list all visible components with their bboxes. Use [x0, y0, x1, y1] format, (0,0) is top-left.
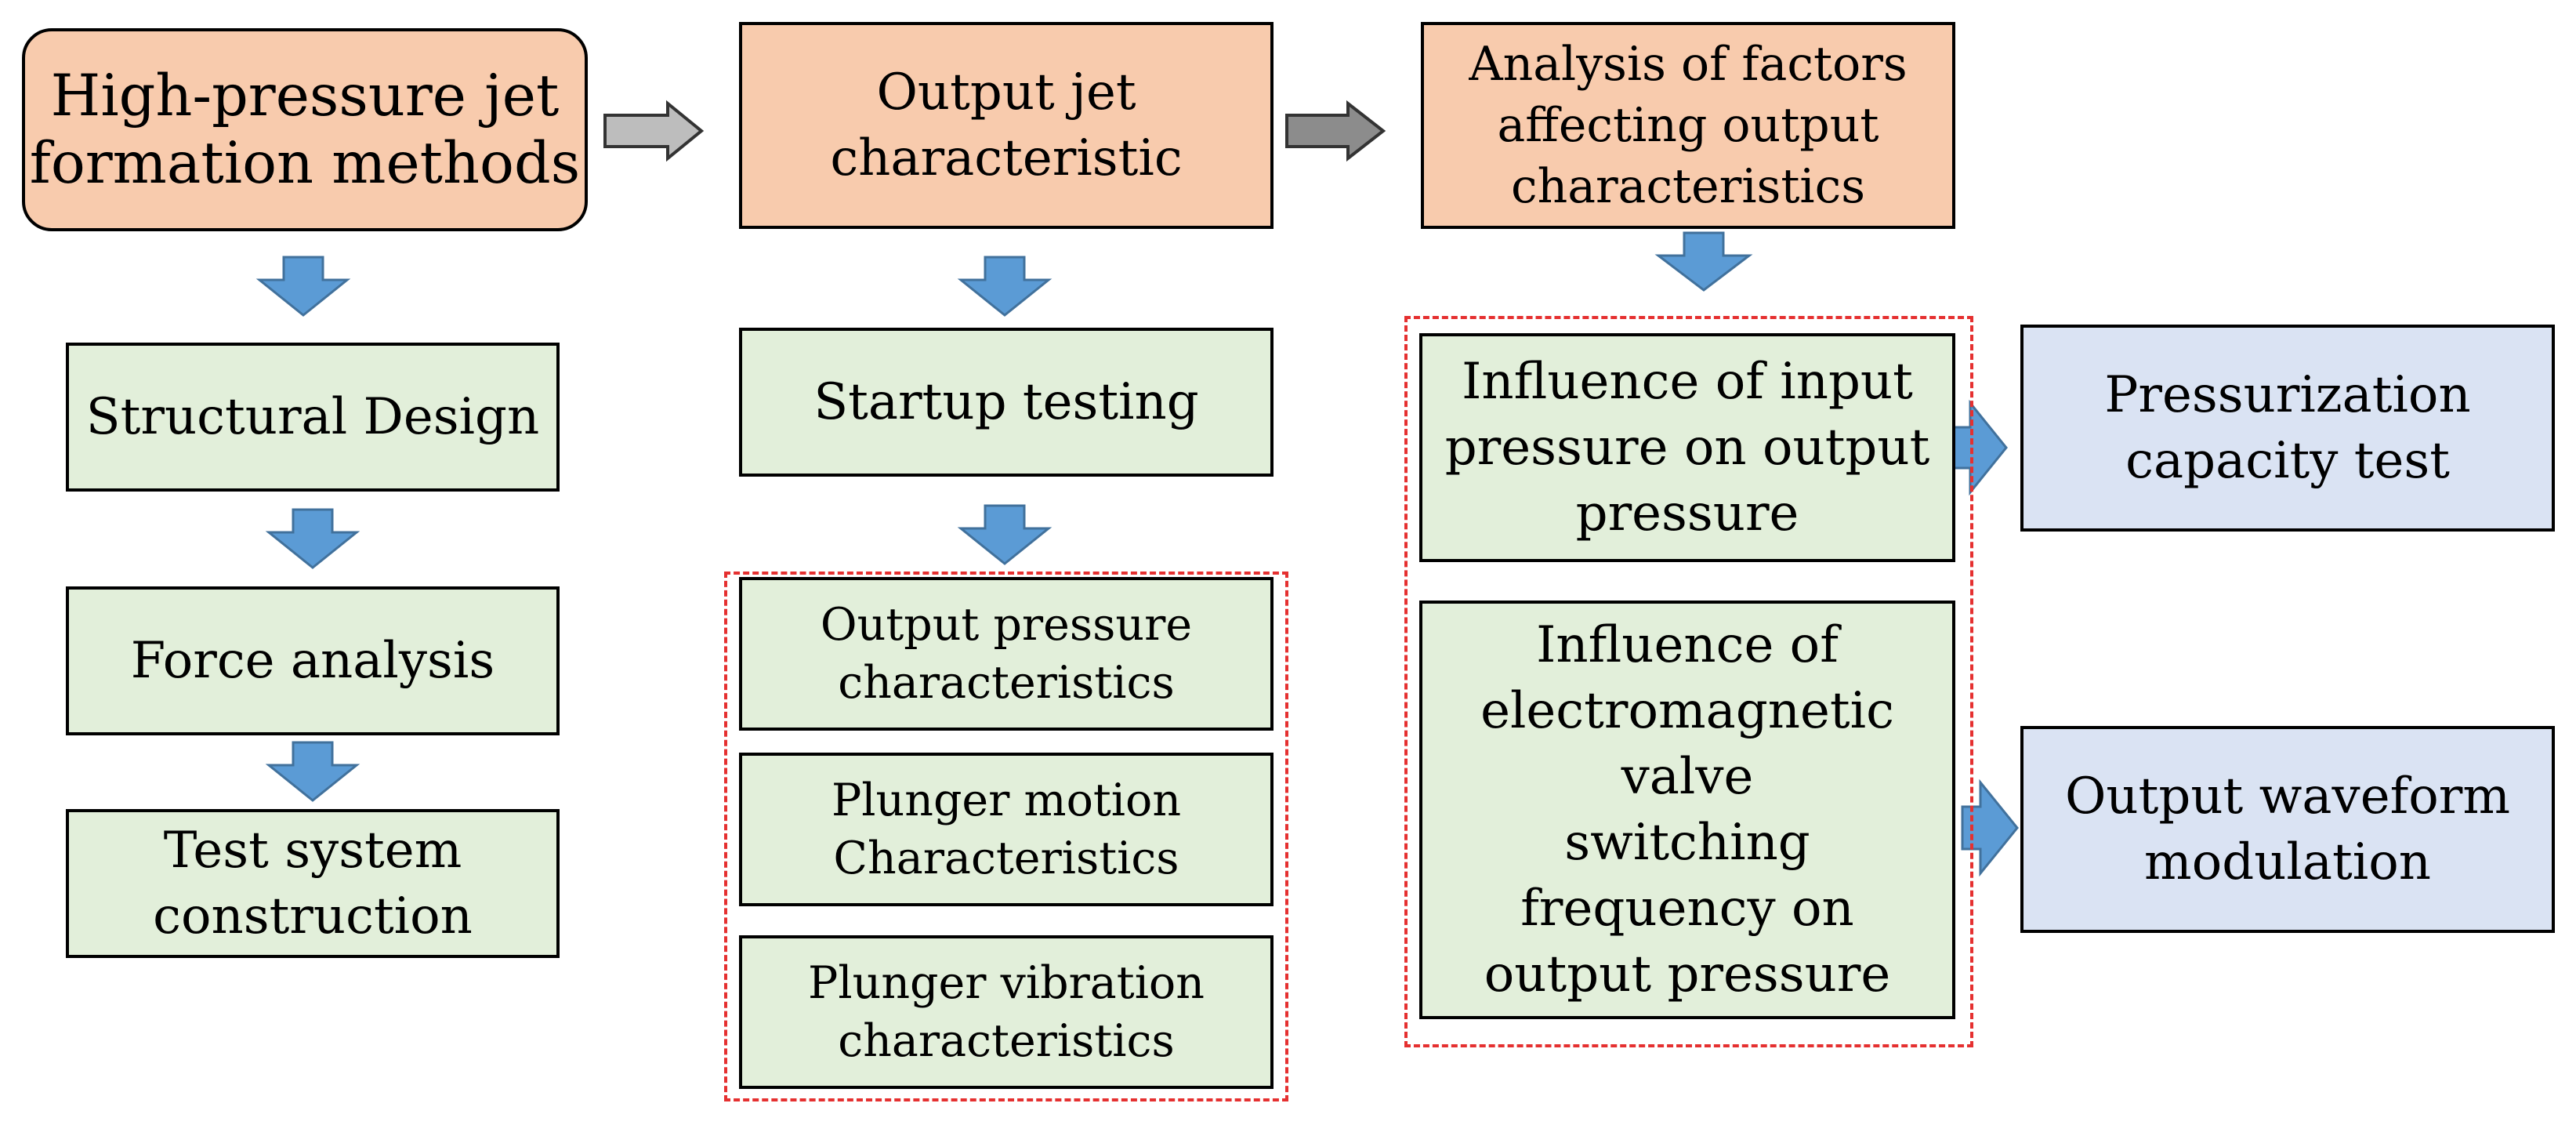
item-label: Plunger vibration characteristics	[808, 957, 1205, 1067]
step-force-analysis: Force analysis	[66, 586, 560, 735]
item-plunger-motion-characteristics: Plunger motion Characteristics	[739, 753, 1274, 906]
item-label: Influence of input pressure on output pr…	[1444, 353, 1930, 543]
step-label: Force analysis	[130, 632, 495, 690]
item-valve-frequency-influence: Influence of electromagnetic valve switc…	[1419, 601, 1955, 1019]
result-label: Output waveform modulation	[2064, 768, 2511, 891]
header-analysis-of-factors: Analysis of factors affecting output cha…	[1421, 22, 1955, 229]
result-label: Pressurization capacity test	[2104, 366, 2471, 490]
item-label: Plunger motion Characteristics	[831, 775, 1182, 884]
header-label: Analysis of factors affecting output cha…	[1469, 37, 1908, 214]
item-input-pressure-influence: Influence of input pressure on output pr…	[1419, 333, 1955, 562]
right-arrow-1	[603, 100, 705, 162]
header-jet-formation-methods: High-pressure jet formation methods	[22, 28, 588, 231]
step-label: Startup testing	[813, 373, 1199, 431]
down-arrow-c2-1	[957, 256, 1053, 317]
header-label: Output jet characteristic	[830, 64, 1183, 187]
group-factor-influences	[1404, 316, 1973, 1047]
item-plunger-vibration-characteristics: Plunger vibration characteristics	[739, 935, 1274, 1089]
step-startup-testing: Startup testing	[739, 328, 1274, 477]
item-label: Output pressure characteristics	[820, 599, 1193, 709]
step-label: Test system construction	[153, 822, 473, 945]
down-arrow-c2-2	[957, 504, 1053, 565]
down-arrow-c3-1	[1654, 231, 1753, 292]
header-label: High-pressure jet formation methods	[29, 62, 581, 197]
header-output-jet-characteristic: Output jet characteristic	[739, 22, 1274, 229]
right-arrow-result-2	[1961, 778, 2019, 877]
item-label: Influence of electromagnetic valve switc…	[1480, 616, 1894, 1003]
result-pressurization-capacity-test: Pressurization capacity test	[2020, 325, 2555, 532]
step-label: Structural Design	[85, 388, 540, 446]
down-arrow-c1-1	[255, 256, 351, 317]
result-output-waveform-modulation: Output waveform modulation	[2020, 726, 2555, 933]
right-arrow-2	[1285, 100, 1386, 162]
item-output-pressure-characteristics: Output pressure characteristics	[739, 577, 1274, 731]
step-test-system-construction: Test system construction	[66, 809, 560, 958]
group-jet-characteristics	[724, 572, 1288, 1101]
step-structural-design: Structural Design	[66, 343, 560, 492]
down-arrow-c1-2	[265, 508, 360, 569]
down-arrow-c1-3	[265, 741, 360, 802]
